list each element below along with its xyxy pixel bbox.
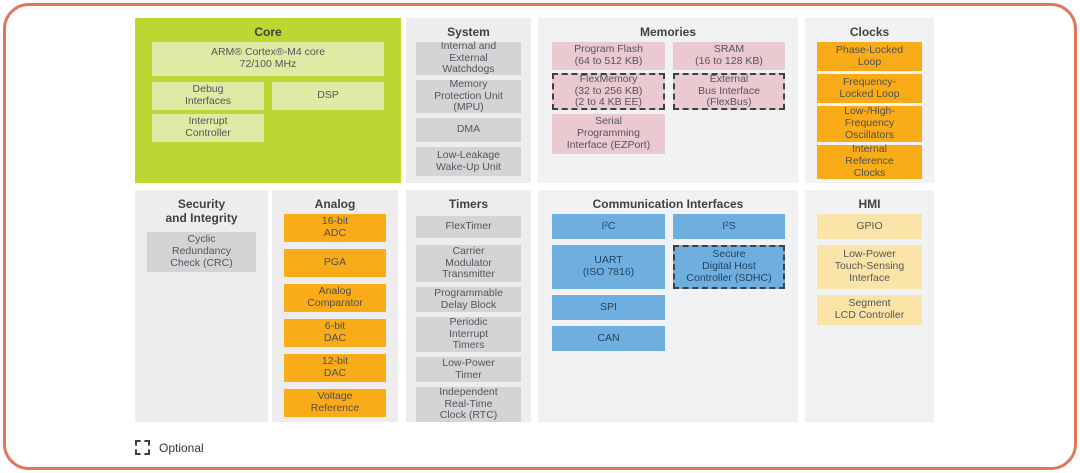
block-spi: SPI	[552, 295, 665, 320]
block-low-power-timer: Low-Power Timer	[416, 357, 521, 382]
panel-title-memories: Memories	[639, 25, 697, 39]
panel-title-system: System	[447, 25, 490, 39]
block-dsp: DSP	[272, 82, 384, 110]
block-pga: PGA	[284, 249, 386, 277]
block-analog-comparator: Analog Comparator	[284, 284, 386, 312]
block-ezport: Serial Programming Interface (EZPort)	[552, 114, 665, 154]
block-dma: DMA	[416, 118, 521, 142]
panel-title-clocks: Clocks	[849, 25, 890, 39]
panel-title-hmi: HMI	[858, 197, 881, 211]
panel-title-core: Core	[254, 25, 282, 39]
panel-communication-interfaces: Communication Interfaces I²C UART (ISO 7…	[538, 190, 798, 422]
panel-analog: Analog 16-bit ADC PGA Analog Comparator …	[272, 190, 398, 422]
block-arm-cortex-m4-core: ARM® Cortex®-M4 core 72/100 MHz	[152, 42, 384, 76]
block-i2c: I²C	[552, 214, 665, 239]
block-can: CAN	[552, 326, 665, 351]
panel-core: Core ARM® Cortex®-M4 core 72/100 MHz Deb…	[135, 18, 401, 183]
block-uart: UART (ISO 7816)	[552, 245, 665, 289]
legend: Optional	[135, 440, 204, 455]
panel-system: System Internal and External Watchdogs M…	[406, 18, 531, 183]
block-16bit-adc: 16-bit ADC	[284, 214, 386, 242]
panel-timers: Timers FlexTimer Carrier Modulator Trans…	[406, 190, 531, 422]
panel-memories: Memories Program Flash (64 to 512 KB) Fl…	[538, 18, 798, 183]
block-debug-interfaces: Debug Interfaces	[152, 82, 264, 110]
panel-security: Security and Integrity Cyclic Redundancy…	[135, 190, 268, 422]
panel-clocks: Clocks Phase-Locked Loop Frequency- Lock…	[805, 18, 934, 183]
block-flexbus-optional: External Bus Interface (FlexBus)	[673, 73, 785, 110]
block-6bit-dac: 6-bit DAC	[284, 319, 386, 347]
block-oscillators: Low-/High- Frequency Oscillators	[817, 105, 922, 142]
block-crc: Cyclic Redundancy Check (CRC)	[147, 232, 256, 272]
panel-title-timers: Timers	[448, 197, 489, 211]
block-llwu: Low-Leakage Wake-Up Unit	[416, 147, 521, 176]
block-gpio: GPIO	[817, 214, 922, 239]
panel-title-communication-interfaces: Communication Interfaces	[592, 197, 744, 211]
block-fll: Frequency- Locked Loop	[817, 74, 922, 103]
block-program-flash: Program Flash (64 to 512 KB)	[552, 42, 665, 70]
block-interrupt-controller: Interrupt Controller	[152, 114, 264, 142]
block-periodic-interrupt-timers: Periodic Interrupt Timers	[416, 316, 521, 352]
block-internal-reference-clocks: Internal Reference Clocks	[817, 143, 922, 179]
panel-hmi: HMI GPIO Low-Power Touch-Sensing Interfa…	[805, 190, 934, 422]
block-programmable-delay-block: Programmable Delay Block	[416, 287, 521, 312]
block-flexmemory-optional: FlexMemory (32 to 256 KB) (2 to 4 KB EE)	[552, 73, 665, 110]
block-segment-lcd-controller: Segment LCD Controller	[817, 295, 922, 325]
block-flextimer: FlexTimer	[416, 216, 521, 238]
panel-title-analog: Analog	[314, 197, 356, 211]
block-12bit-dac: 12-bit DAC	[284, 354, 386, 382]
block-carrier-modulator-transmitter: Carrier Modulator Transmitter	[416, 245, 521, 282]
block-pll: Phase-Locked Loop	[817, 42, 922, 71]
block-sdhc-optional: Secure Digital Host Controller (SDHC)	[673, 245, 785, 289]
block-sram: SRAM (16 to 128 KB)	[673, 42, 785, 70]
block-rtc: Independent Real-Time Clock (RTC)	[416, 386, 521, 422]
block-i2s: I²S	[673, 214, 785, 239]
block-mpu: Memory Protection Unit (MPU)	[416, 78, 521, 113]
block-touch-sensing-interface: Low-Power Touch-Sensing Interface	[817, 245, 922, 289]
optional-legend-swatch	[135, 440, 150, 455]
panel-title-security: Security and Integrity	[165, 197, 238, 226]
block-voltage-reference: Voltage Reference	[284, 389, 386, 417]
block-watchdogs: Internal and External Watchdogs	[416, 40, 521, 75]
optional-legend-label: Optional	[159, 440, 204, 455]
